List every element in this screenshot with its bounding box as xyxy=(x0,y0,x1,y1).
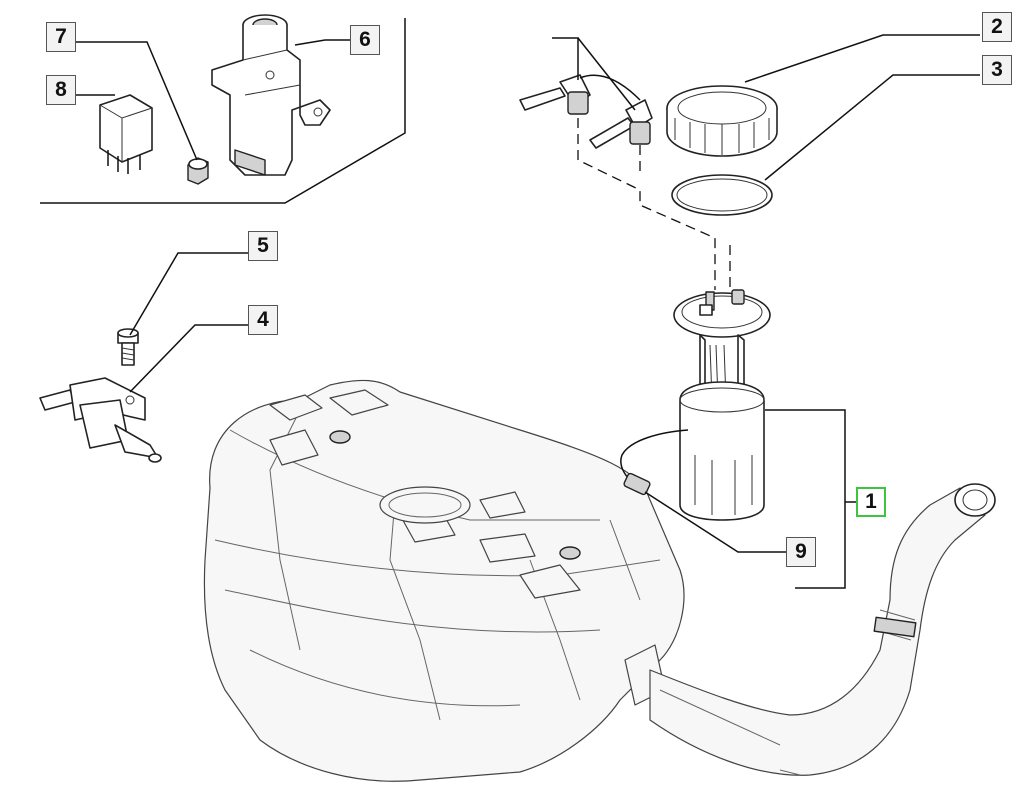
callout-5[interactable]: 5 xyxy=(248,231,278,261)
valve-body xyxy=(211,14,331,176)
relay xyxy=(99,94,153,174)
lock-ring xyxy=(666,85,778,157)
callout-3[interactable]: 3 xyxy=(982,55,1012,85)
seal-ring xyxy=(671,174,773,216)
assembly-dash-lines xyxy=(577,118,731,290)
callout-8[interactable]: 8 xyxy=(46,75,76,105)
callout-4[interactable]: 4 xyxy=(248,305,278,335)
bolt xyxy=(117,328,139,366)
callout-7[interactable]: 7 xyxy=(46,22,76,52)
nut xyxy=(187,157,209,185)
purge-valve xyxy=(39,377,162,463)
fuel-tank xyxy=(203,379,685,782)
fuel-pump-module xyxy=(620,289,771,521)
callout-9[interactable]: 9 xyxy=(786,537,816,567)
fuel-line-connectors xyxy=(519,74,653,149)
callout-6[interactable]: 6 xyxy=(350,25,380,55)
leader-lines xyxy=(75,34,980,589)
inset-frame xyxy=(40,18,406,204)
callout-1[interactable]: 1 xyxy=(856,487,886,517)
callout-2[interactable]: 2 xyxy=(982,12,1012,42)
filler-hose xyxy=(649,483,996,776)
